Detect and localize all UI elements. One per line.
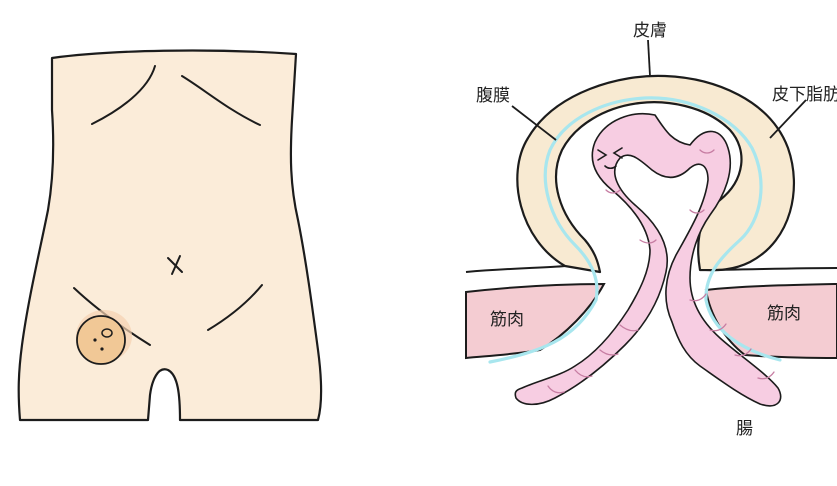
- leader-fat: [769, 99, 807, 139]
- cross-section: 皮膚 腹膜 皮下脂肪 筋肉 筋肉 腸: [465, 21, 837, 439]
- muscle-left: [465, 282, 606, 360]
- torso-figure: [17, 49, 323, 422]
- label-intestine: 腸: [736, 419, 753, 439]
- intestine-face-icon: [597, 147, 623, 170]
- rib-line-left: [91, 65, 156, 125]
- rib-line-right: [181, 75, 261, 126]
- torso-outline: [17, 49, 323, 422]
- intestine-folds: [547, 149, 775, 394]
- label-muscle-right: 筋肉: [767, 304, 801, 324]
- leader-skin: [647, 39, 651, 77]
- stoma-icon: [76, 315, 126, 365]
- label-subcutaneous-fat: 皮下脂肪: [772, 85, 837, 105]
- stoma-opening: [101, 328, 113, 338]
- groin-line-right: [207, 284, 263, 331]
- skin-line-left: [465, 265, 566, 273]
- intestine: [514, 113, 782, 407]
- leader-peritoneum: [511, 105, 557, 141]
- skin-dome: [516, 74, 795, 274]
- stoma-dot-2: [100, 347, 104, 351]
- peritoneum-line: [488, 96, 782, 364]
- navel-mark: [167, 255, 183, 275]
- stoma-dot-1: [93, 338, 97, 342]
- label-peritoneum: 腹膜: [476, 86, 510, 106]
- label-skin: 皮膚: [633, 21, 667, 41]
- label-muscle-left: 筋肉: [490, 310, 524, 330]
